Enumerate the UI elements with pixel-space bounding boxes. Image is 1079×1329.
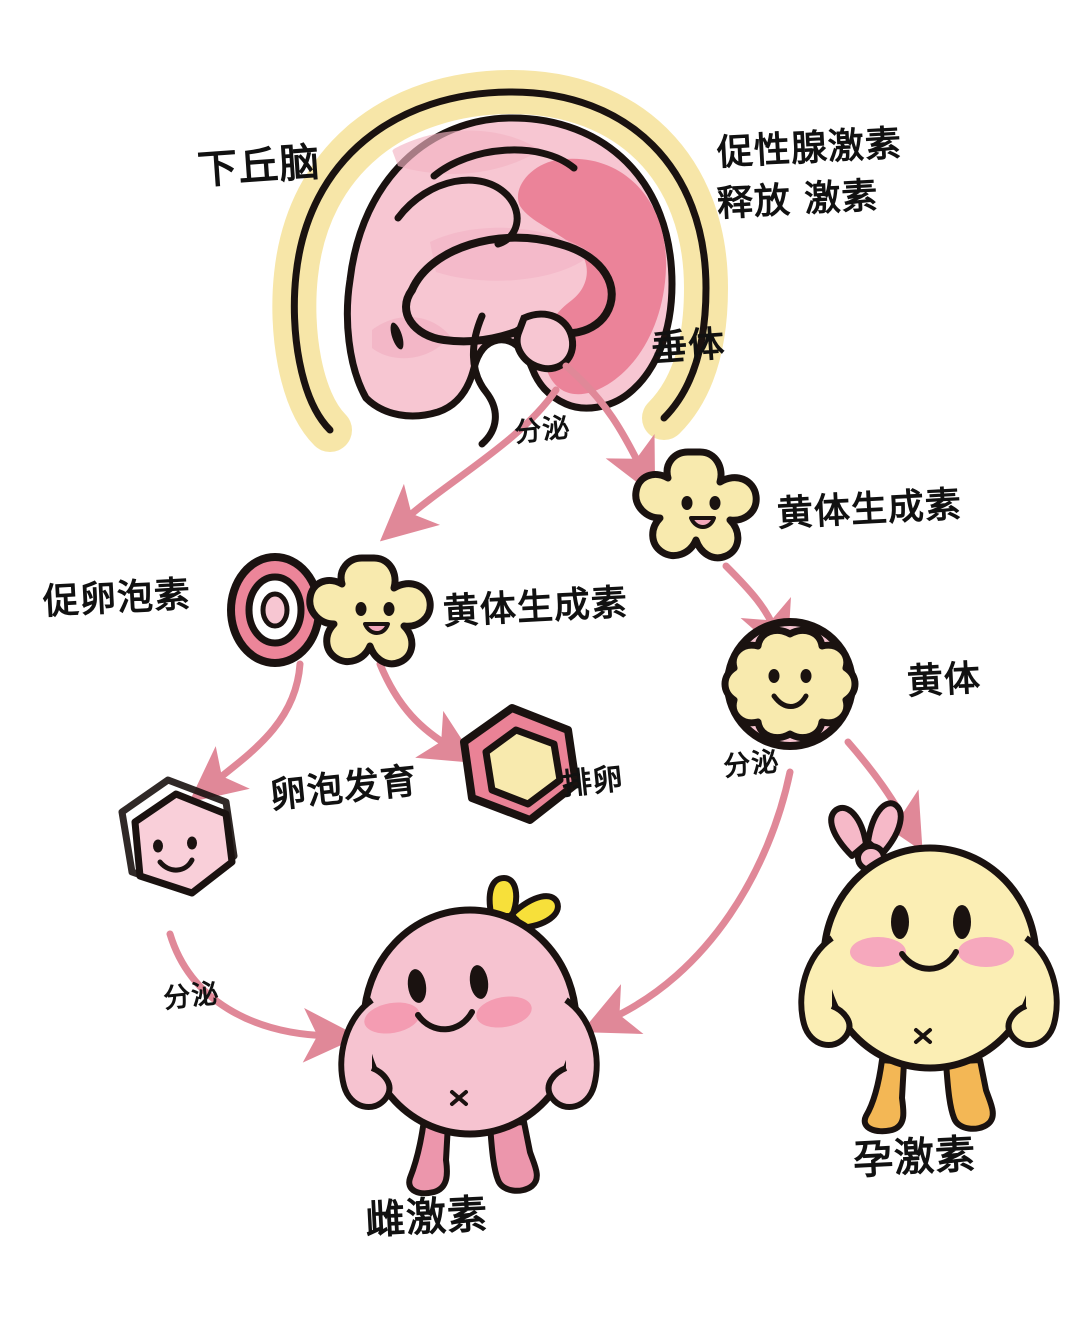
fsh-circle-icon (227, 553, 323, 667)
label-progesterone: 孕激素 (852, 1131, 978, 1184)
lh-flower-icon (632, 448, 760, 562)
arrow-follicle-to-estrogen (166, 930, 360, 1063)
corpus-luteum-icon (721, 618, 859, 750)
estrogen-character (338, 875, 600, 1197)
arrow-lh-to-ovulation (376, 660, 478, 764)
label-gnrh-line2: 释放 激素 (716, 175, 880, 225)
arrow-brain-to-fsh-lh (379, 386, 560, 542)
brain-illustration (272, 69, 729, 452)
label-pituitary: 垂体 (650, 323, 727, 370)
lh-flower-icon-left (306, 554, 434, 668)
label-fsh-left: 促卵泡素 (42, 574, 192, 623)
arrow-fsh-to-follicle (189, 660, 304, 803)
progesterone-character (798, 800, 1060, 1135)
label-corpus-luteum: 黄体 (906, 658, 983, 703)
label-estrogen: 雌激素 (364, 1191, 490, 1244)
arrow-corpus-luteum-to-estrogen (581, 768, 794, 1034)
ovulation-hexagon-icon (460, 704, 580, 824)
label-secrete-follicle: 分泌 (162, 978, 221, 1015)
follicle-hexagon-icon (118, 776, 238, 897)
label-secrete-top: 分泌 (513, 412, 572, 449)
label-secrete-luteum: 分泌 (722, 746, 781, 783)
label-ovulation: 排卵 (560, 761, 626, 803)
label-hypothalamus: 下丘脑 (196, 139, 322, 194)
arrow-brain-to-lh-flower (562, 362, 656, 497)
